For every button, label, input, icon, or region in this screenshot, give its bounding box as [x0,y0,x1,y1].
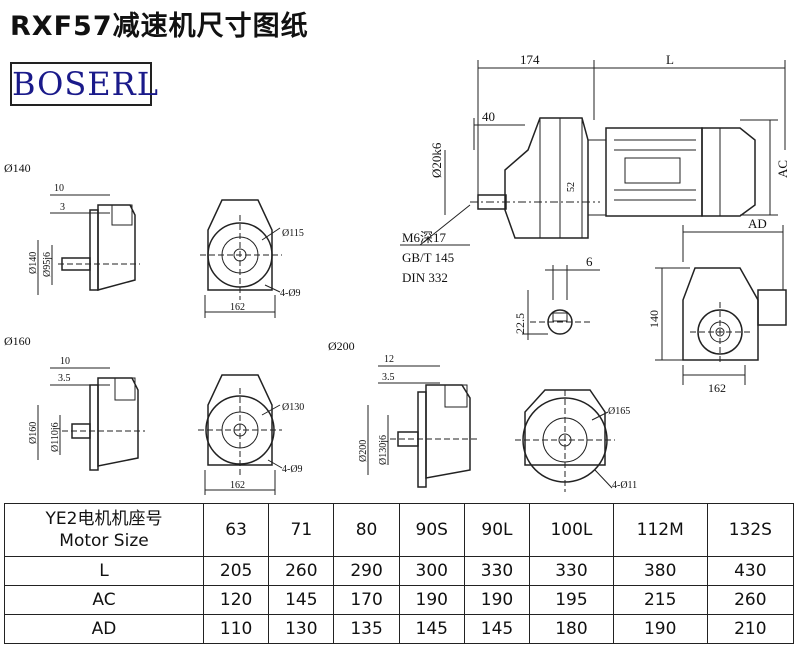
shaft-key-view [522,265,600,340]
table-cell: 290 [333,556,400,586]
motor-size-table: YE2电机机座号 Motor Size 63 71 80 90S 90L 100… [4,503,795,644]
row-label: L [4,556,204,586]
table-cell: 120 [202,585,270,615]
flange-160-title: Ø160 [4,334,31,348]
row-label: AC [4,585,204,615]
dim-dia140-label: Ø140 [28,252,39,274]
dim-40-label: 40 [482,109,495,124]
dim-dia130-label: Ø130 [282,402,304,413]
dim-12-label: 12 [384,354,394,365]
brand-logo: BOSERL [10,62,159,106]
technical-drawing: 174 L 40 Ø20k6 52 AC M6深17 GB/T 145 DIN … [4,52,790,495]
dim-AC-label: AC [775,160,790,178]
dim-dia110-label: Ø110j6 [50,422,61,452]
flange-140-title: Ø140 [4,161,31,175]
dim-22-5-label: 22.5 [513,313,527,334]
table-cell: 430 [706,556,795,586]
end-view [655,225,787,385]
row-label: AD [4,614,204,644]
table-cell: 135 [333,614,400,644]
dim-162-label: 162 [708,381,726,395]
table-cell: 170 [333,585,400,615]
table-header-cell: YE2电机机座号 Motor Size [4,503,204,557]
standard-din-label: DIN 332 [402,270,448,285]
size-cell: 71 [268,503,335,557]
flange-140-view [37,194,282,318]
size-cell: 90S [398,503,465,557]
dim-holes-label: 4-Ø9 [282,464,303,475]
table-cell: 215 [612,585,708,615]
header-cn-label: YE2电机机座号 [45,509,163,529]
dim-holes-label: 4-Ø9 [280,288,301,299]
table-cell: 330 [529,556,614,586]
dim-162-label: 162 [230,302,245,313]
table-cell: 205 [202,556,270,586]
dim-dia115-label: Ø115 [282,228,304,239]
dim-holes-label: 4-Ø11 [612,480,637,491]
table-header-row: YE2电机机座号 Motor Size 63 71 80 90S 90L 100… [4,503,795,557]
size-cell: 80 [333,503,400,557]
dim-6-label: 6 [586,254,593,269]
table-cell: 110 [202,614,270,644]
dim-10-label: 10 [60,356,70,367]
dim-3-5-label: 3.5 [382,372,395,383]
flange-160-view [37,367,283,495]
table-cell: 145 [268,585,335,615]
dim-10-label: 10 [54,183,64,194]
page-title: RXF57减速机尺寸图纸 [10,11,309,42]
table-cell: 145 [398,614,465,644]
dim-dia130-label: Ø130j6 [378,435,389,465]
size-cell: 100L [529,503,614,557]
dim-3-5-label: 3.5 [58,373,71,384]
table-row: AD 110 130 135 145 145 180 190 210 [4,614,795,644]
size-cell: 132S [706,503,795,557]
dim-L-label: L [666,52,674,67]
thread-spec-label: M6深17 [402,230,447,245]
table-cell: 180 [529,614,614,644]
table-cell: 190 [612,614,708,644]
size-cell: 90L [463,503,531,557]
standard-gb-label: GB/T 145 [402,250,454,265]
table-cell: 380 [612,556,708,586]
table-cell: 260 [706,585,795,615]
main-side-view [400,60,786,246]
dim-3-label: 3 [60,202,65,213]
size-cell: 63 [202,503,270,557]
table-cell: 300 [398,556,465,586]
table-cell: 330 [463,556,531,586]
table-cell: 210 [706,614,795,644]
flange-200-title: Ø200 [328,339,355,353]
table-cell: 145 [463,614,531,644]
dim-dia95-label: Ø95j6 [42,252,53,277]
dim-dia200-label: Ø200 [358,440,369,462]
dim-162-label: 162 [230,480,245,491]
header-en-label: Motor Size [59,531,149,551]
dim-140-label: 140 [647,310,661,328]
table-row: AC 120 145 170 190 190 195 215 260 [4,585,795,615]
table-cell: 260 [268,556,335,586]
table-cell: 190 [398,585,465,615]
dim-dia160-label: Ø160 [28,422,39,444]
dim-shaft-dia-label: Ø20k6 [429,142,444,178]
flange-200-view [367,365,615,492]
dim-52-label: 52 [566,182,577,192]
logo-text: BOSERL [12,65,159,103]
dim-AD-label: AD [748,216,767,231]
table-row: L 205 260 290 300 330 330 380 430 [4,556,795,586]
table-cell: 130 [268,614,335,644]
dim-dia165-label: Ø165 [608,406,630,417]
table-cell: 190 [463,585,531,615]
size-cell: 112M [612,503,708,557]
table-cell: 195 [529,585,614,615]
dim-174-label: 174 [520,52,540,67]
